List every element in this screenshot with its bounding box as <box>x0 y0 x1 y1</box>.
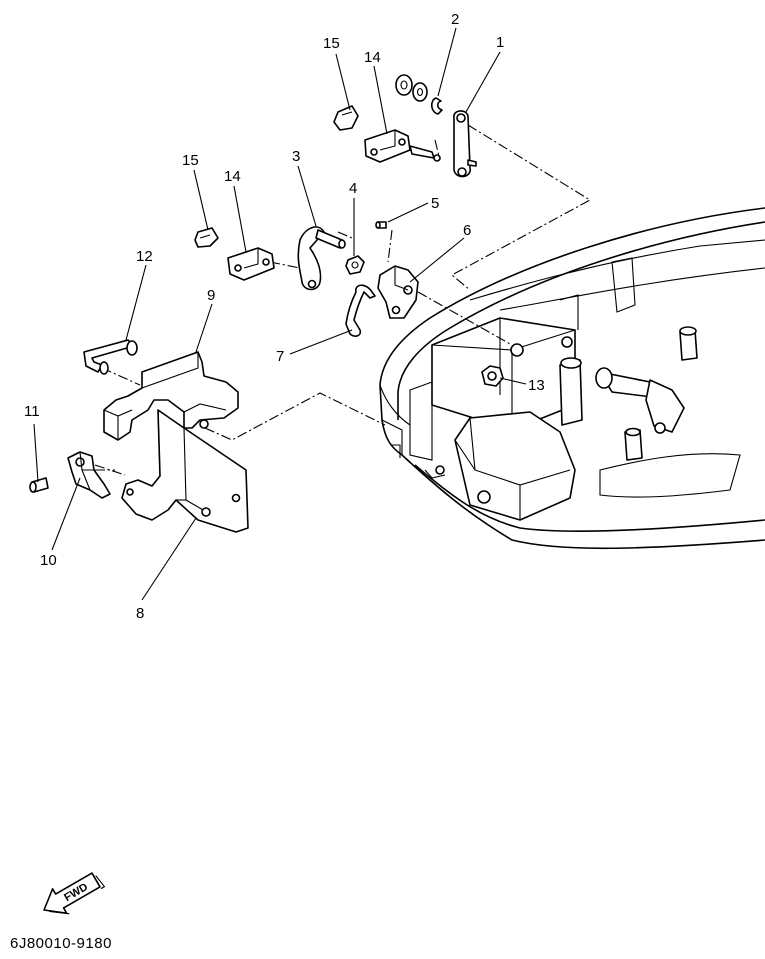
part-2-circlip <box>395 74 443 115</box>
callout-14b: 14 <box>224 168 241 185</box>
callout-13: 13 <box>528 377 545 394</box>
part-6-lever <box>377 265 419 319</box>
diagram-code: 6J80010-9180 <box>10 935 112 952</box>
part-15-clip-lower <box>194 227 219 248</box>
part-9-bracket <box>103 351 239 441</box>
fwd-arrow-icon: FWD <box>43 872 106 915</box>
callout-4: 4 <box>349 180 357 197</box>
callout-6: 6 <box>463 222 471 239</box>
part-3-bent-lever <box>297 226 346 291</box>
callout-15b: 15 <box>182 152 199 169</box>
part-12-u-link <box>83 339 138 375</box>
callout-2: 2 <box>451 11 459 28</box>
callout-10: 10 <box>40 552 57 569</box>
callout-5: 5 <box>431 195 439 212</box>
part-1-lever <box>453 110 477 178</box>
callout-7: 7 <box>276 348 284 365</box>
callout-14a: 14 <box>364 49 381 66</box>
callout-1: 1 <box>496 34 504 51</box>
part-14-joint-lower <box>227 247 275 281</box>
part-4-washer <box>345 255 365 275</box>
part-8-bracket <box>121 409 249 533</box>
callout-9: 9 <box>207 287 215 304</box>
lower-cowling-housing <box>379 207 765 550</box>
callout-3: 3 <box>292 148 300 165</box>
part-14-joint-upper <box>364 129 441 163</box>
callout-8: 8 <box>136 605 144 622</box>
part-13-nut <box>481 365 504 387</box>
part-7-link-rod <box>345 284 376 337</box>
part-10-lever <box>67 451 111 499</box>
leader-lines <box>33 27 527 601</box>
callout-11: 11 <box>24 403 40 420</box>
part-5-pin <box>375 221 387 229</box>
callout-12: 12 <box>136 248 153 265</box>
callout-15a: 15 <box>323 35 340 52</box>
part-15-clip-upper <box>333 105 359 131</box>
part-11-pin <box>29 477 49 493</box>
callout-numbers: 1 2 15 14 3 15 14 4 5 6 12 9 7 13 11 10 … <box>24 11 545 622</box>
